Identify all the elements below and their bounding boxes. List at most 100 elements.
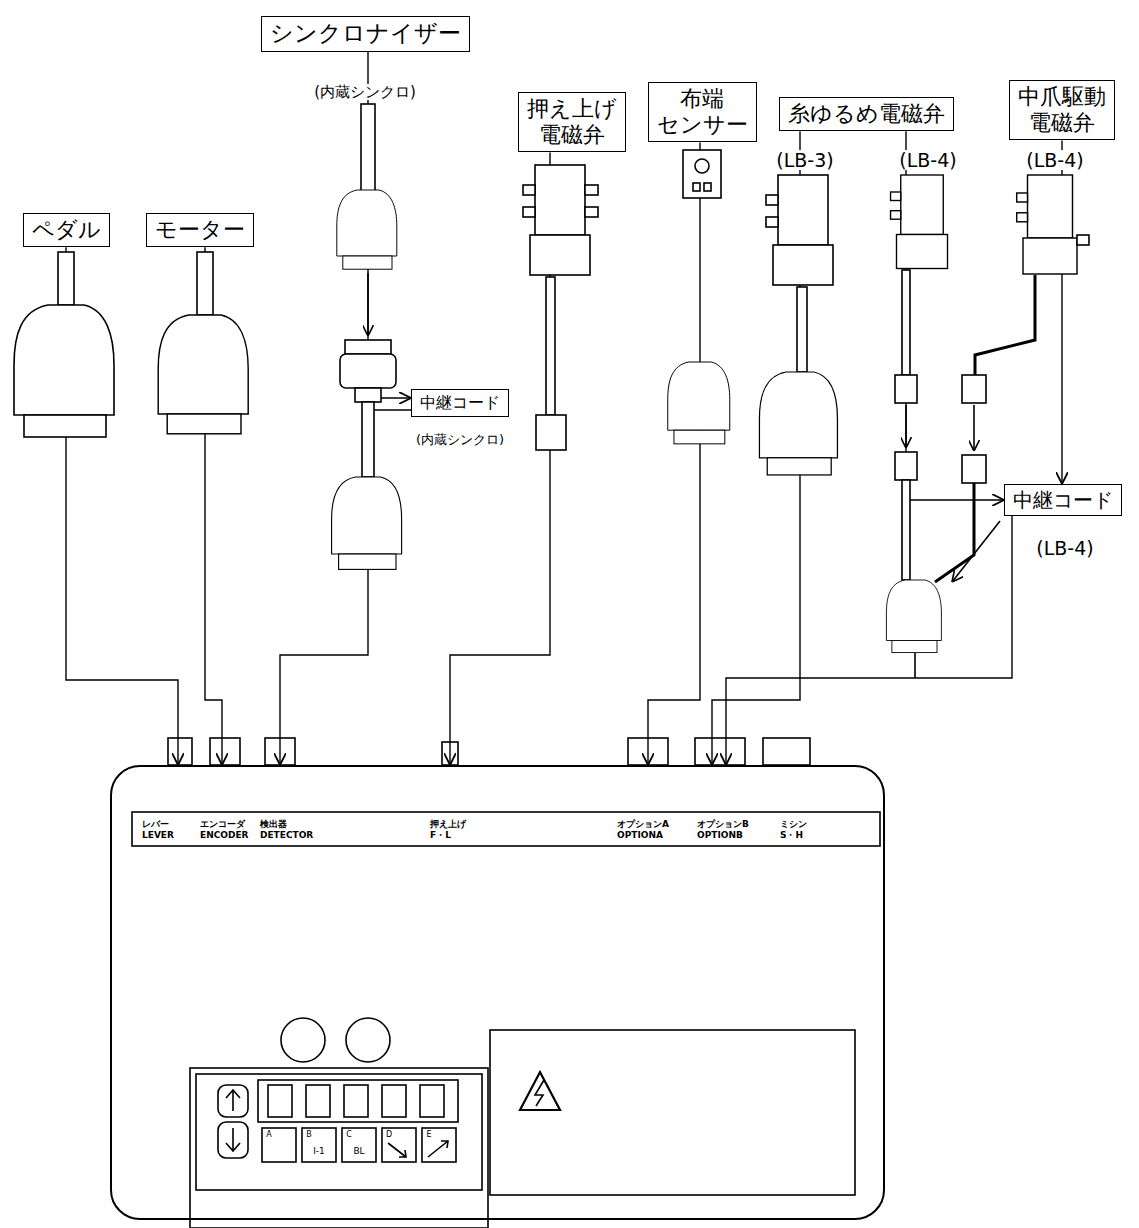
- controller-panel: [346, 1018, 390, 1062]
- keypad: [342, 1128, 376, 1162]
- part-label-box: ペダル: [23, 213, 110, 247]
- keypad: [262, 1128, 296, 1162]
- presser-solenoid: [585, 185, 598, 195]
- part-name: シンクロナイザー: [270, 20, 461, 48]
- part-note: (LB-3): [774, 150, 835, 171]
- port-label: エンコーダ ENCODER: [200, 819, 248, 842]
- part-note: (LB-4): [1034, 538, 1095, 559]
- relay-cord-sync: [355, 388, 381, 402]
- keypad: [422, 1128, 456, 1162]
- synchronizer-plug: [361, 104, 375, 192]
- presser-solenoid: [585, 207, 598, 217]
- relay-cord-lb4: [914, 653, 916, 678]
- part-label-box: 中継コード: [411, 389, 509, 416]
- port-label: 押え上げ F・L: [430, 819, 466, 842]
- edge-sensor: [704, 183, 711, 191]
- relay-cord-lb4: [886, 521, 1000, 678]
- key-label: I-1: [311, 1147, 327, 1157]
- thread-release-solenoid-lb4: [895, 375, 917, 403]
- relay-cord-sync: [332, 477, 402, 569]
- thread-release-solenoid-lb3: [759, 372, 837, 475]
- thread-release-solenoid-lb4: [891, 175, 948, 269]
- relay-cord-sync: [345, 340, 391, 354]
- pedal-plug: [14, 252, 114, 437]
- keypad: [428, 1141, 448, 1157]
- port-label: オプションB OPTIONB: [697, 819, 749, 842]
- part-note: (内蔵シンクロ): [312, 84, 418, 101]
- part-name: 中継コード: [420, 393, 500, 412]
- edge-sensor: [668, 150, 730, 444]
- controller-housing: レバー LEVER エンコーダ ENCODER 検出器 DETECTOR 押え上げ F…: [110, 765, 885, 1220]
- controller-ports: [695, 738, 745, 765]
- middle-claw-solenoid: [973, 405, 975, 451]
- key-label: E: [424, 1131, 433, 1140]
- presser-solenoid: [536, 415, 566, 450]
- keypad: [218, 1085, 248, 1117]
- key-label: B: [304, 1131, 314, 1140]
- keypad: [388, 1143, 406, 1157]
- controller-panel: [535, 1080, 544, 1106]
- connector-layer: [66, 52, 1062, 765]
- relay-cord-sync: [340, 354, 396, 388]
- port-label: 検出器 DETECTOR: [260, 819, 313, 842]
- relay-cord-lb4: [886, 580, 941, 653]
- middle-claw-solenoid: [1077, 235, 1089, 245]
- keypad: [268, 1085, 292, 1117]
- keypad: [382, 1085, 406, 1117]
- relay-cord-sync: [362, 402, 374, 477]
- part-label-box: モーター: [146, 213, 254, 247]
- part-label-box: 布端 センサー: [648, 82, 757, 143]
- part-label-box: 糸ゆるめ電磁弁: [779, 97, 954, 131]
- presser-solenoid: [523, 165, 598, 450]
- relay-cord-sync: [332, 340, 402, 569]
- controller-panel: [132, 812, 880, 846]
- controller-ports: [210, 738, 240, 765]
- thread-release-solenoid-lb4: [902, 270, 910, 375]
- keypad: [258, 1080, 458, 1122]
- middle-claw-solenoid: [975, 275, 1035, 375]
- controller-panel: [132, 812, 880, 1195]
- controller-panel: [520, 1072, 560, 1110]
- thread-release-solenoid-lb3: [797, 287, 807, 372]
- keypad: [190, 1068, 488, 1228]
- thread-release-solenoid-lb3: [766, 175, 833, 285]
- controller-ports: [168, 738, 192, 765]
- controller-ports: [168, 738, 810, 765]
- synchronizer-plug: [337, 104, 397, 336]
- keypad: [344, 1085, 368, 1117]
- middle-claw-solenoid: [1017, 175, 1077, 274]
- motor-plug: [158, 252, 248, 434]
- part-label-box: 中爪駆動 電磁弁: [1009, 80, 1115, 141]
- middle-claw-solenoid: [962, 375, 986, 403]
- key-label: C: [344, 1131, 354, 1140]
- thread-release-solenoid-lb4: [895, 452, 917, 480]
- controller-ports: [763, 738, 810, 765]
- controller-ports: [442, 742, 458, 765]
- part-name: 押え上げ 電磁弁: [527, 96, 617, 149]
- part-label-box: 中継コード: [1004, 484, 1122, 516]
- synchronizer-plug: [367, 273, 369, 336]
- edge-sensor: [668, 362, 730, 444]
- part-note: (内蔵シンクロ): [414, 433, 506, 447]
- key-label: BL: [351, 1147, 366, 1157]
- thread-release-solenoid-lb4: [905, 405, 907, 448]
- port-label: レバー LEVER: [142, 819, 174, 842]
- part-name: ペダル: [32, 217, 101, 243]
- part-name: 糸ゆるめ電磁弁: [788, 101, 945, 127]
- thread-release-solenoid-lb4: [891, 175, 948, 580]
- part-label-box: 押え上げ 電磁弁: [518, 92, 626, 153]
- part-name: 中爪駆動 電磁弁: [1018, 84, 1106, 137]
- keypad: [196, 1074, 482, 1190]
- keypad: [302, 1128, 336, 1162]
- pedal-plug: [14, 305, 114, 437]
- pedal-plug: [58, 252, 74, 305]
- middle-claw-solenoid: [962, 455, 986, 483]
- controller-ports: [628, 738, 668, 765]
- edge-sensor: [683, 150, 721, 198]
- key-label: A: [264, 1131, 273, 1140]
- keypad: [306, 1085, 330, 1117]
- part-note: (LB-4): [897, 150, 958, 171]
- controller-panel: [490, 1030, 855, 1195]
- part-name: モーター: [155, 217, 245, 243]
